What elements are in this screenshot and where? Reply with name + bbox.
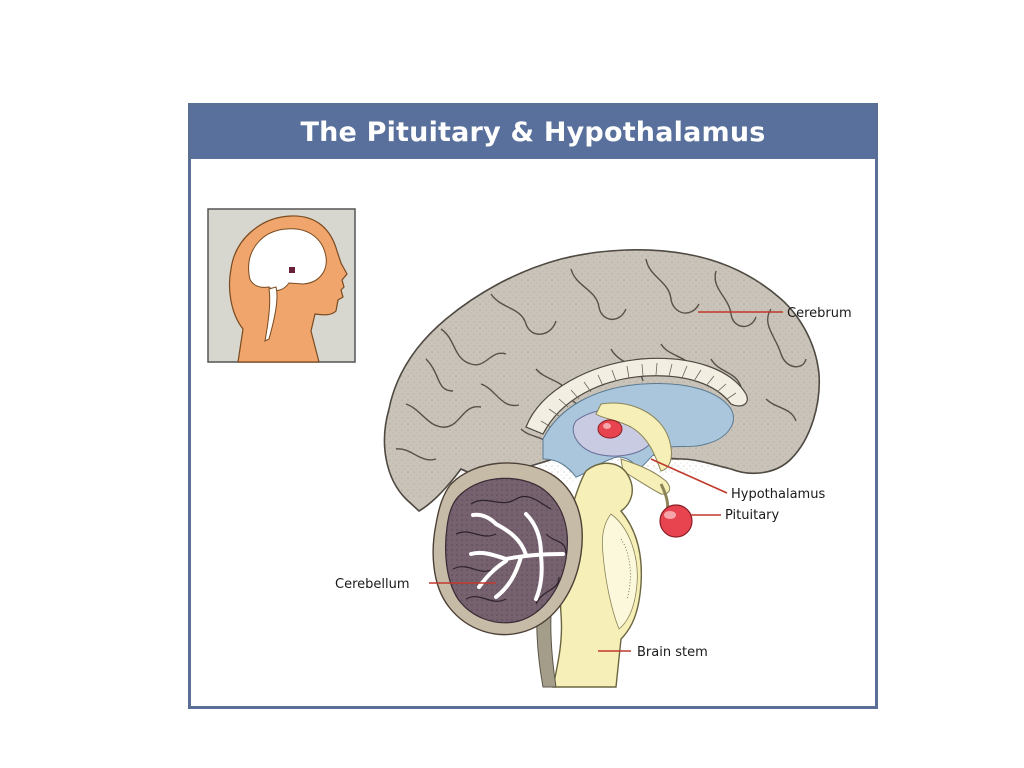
pineal-highlight [603, 423, 611, 429]
diagram-figure: The Pituitary & Hypothalamus [188, 103, 878, 709]
label-hypothalamus: Hypothalamus [731, 487, 825, 502]
cerebellum [432, 462, 583, 636]
label-pituitary: Pituitary [725, 508, 780, 523]
optic-tract [620, 458, 671, 495]
diagram-title: The Pituitary & Hypothalamus [191, 106, 875, 159]
brain-illustration: Cerebrum Hypothalamus Pituitary Cerebell… [207, 208, 852, 688]
inset-brainstem [264, 286, 278, 342]
pineal-gland [597, 419, 623, 439]
label-brain-stem: Brain stem [637, 645, 708, 660]
label-cerebellum: Cerebellum [335, 577, 410, 592]
inset-brain [248, 228, 327, 291]
corpus-callosum [525, 357, 748, 435]
leader-lines [429, 311, 783, 652]
hypothalamus-leader [650, 458, 728, 494]
head-inset [207, 208, 356, 363]
label-cerebrum: Cerebrum [787, 306, 852, 321]
arbor-vitae [469, 512, 565, 601]
pituitary-gland [659, 483, 693, 538]
inset-gland-marker [289, 267, 295, 273]
